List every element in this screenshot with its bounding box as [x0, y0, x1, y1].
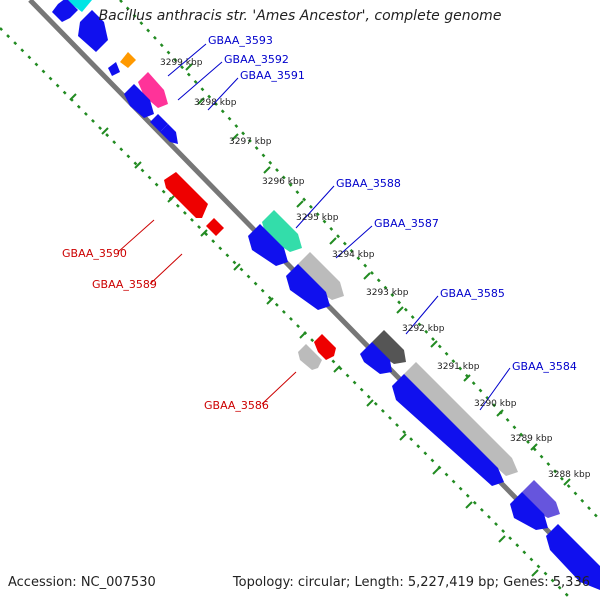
gene-label-gbaa-3593[interactable]: GBAA_3593	[208, 34, 273, 47]
gene-arrow-red-2[interactable]	[206, 218, 224, 236]
gene-arrow-blue-9[interactable]	[546, 524, 600, 590]
tick-label: 3299 kbp	[160, 58, 203, 68]
genome-title: Bacillus anthracis str. 'Ames Ancestor',…	[98, 8, 502, 24]
gene-arrow-blue-3[interactable]	[150, 114, 168, 132]
gene-arrow-top-blue[interactable]	[52, 0, 78, 22]
gene-arrow-blue-4[interactable]	[160, 124, 178, 144]
tick-marks-inner	[69, 93, 539, 577]
tick-label: 3292 kbp	[402, 324, 445, 334]
gene-arrow-lightgray[interactable]	[298, 344, 322, 370]
gene-label-gbaa-3591[interactable]: GBAA_3591	[240, 69, 305, 82]
tick-label: 3295 kbp	[296, 213, 339, 223]
genome-summary-text: Topology: circular; Length: 5,227,419 bp…	[232, 575, 590, 590]
tick-label: 3289 kbp	[510, 434, 553, 444]
gene-arrow-green[interactable]	[262, 210, 302, 252]
tick-labels: 3299 kbp 3298 kbp 3297 kbp 3296 kbp 3295…	[160, 58, 591, 480]
gene-arrow-darkgray[interactable]	[372, 330, 406, 364]
gene-arrow-blue-7[interactable]	[360, 342, 392, 374]
tick-label: 3291 kbp	[437, 362, 480, 372]
gene-label-gbaa-3584[interactable]: GBAA_3584	[512, 360, 577, 373]
gene-label-gbaa-3586[interactable]: GBAA_3586	[204, 399, 269, 412]
accession-text: Accession: NC_007530	[8, 575, 156, 590]
gene-label-gbaa-3592[interactable]: GBAA_3592	[224, 53, 289, 66]
gene-arrow-top-cyan[interactable]	[66, 0, 92, 12]
gene-arrow-blue-8[interactable]	[510, 492, 548, 530]
tick-label: 3297 kbp	[229, 137, 272, 147]
gene-arrow-gray-long[interactable]	[404, 362, 518, 476]
gene-label-gbaa-3587[interactable]: GBAA_3587	[374, 217, 439, 230]
forward-gene-labels: GBAA_3593 GBAA_3592 GBAA_3591 GBAA_3588 …	[208, 34, 577, 373]
forward-leaders	[167, 43, 511, 411]
gene-label-gbaa-3590[interactable]: GBAA_3590	[62, 247, 127, 260]
tick-marks-outer	[185, 63, 571, 486]
tick-label: 3288 kbp	[548, 470, 591, 480]
gene-arrow-blue-long[interactable]	[392, 374, 504, 486]
reverse-leaders	[117, 219, 297, 405]
gc-dots-inner	[0, 27, 573, 600]
tick-label: 3290 kbp	[474, 399, 517, 409]
tick-label: 3293 kbp	[366, 288, 409, 298]
gene-arrow-gray-1[interactable]	[298, 252, 344, 300]
gene-arrow-orange[interactable]	[120, 52, 136, 68]
gene-arrow-blue-5[interactable]	[248, 224, 288, 266]
gene-arrow-red-1[interactable]	[164, 172, 208, 218]
gene-label-gbaa-3585[interactable]: GBAA_3585	[440, 287, 505, 300]
gene-arrow-red-3[interactable]	[314, 334, 336, 360]
gene-arrow-blue-6[interactable]	[286, 264, 330, 310]
tick-label: 3296 kbp	[262, 177, 305, 187]
gene-arrow-blue-small[interactable]	[108, 62, 120, 76]
gene-arrow-blue-2[interactable]	[124, 84, 154, 118]
forward-genes[interactable]	[52, 0, 600, 590]
gene-label-gbaa-3588[interactable]: GBAA_3588	[336, 177, 401, 190]
tick-label: 3298 kbp	[194, 98, 237, 108]
reverse-genes[interactable]	[164, 172, 336, 370]
gene-arrow-blue-1[interactable]	[78, 10, 108, 52]
gene-label-gbaa-3589[interactable]: GBAA_3589	[92, 278, 157, 291]
gene-arrow-pink[interactable]	[138, 72, 168, 108]
reverse-gene-labels: GBAA_3590 GBAA_3589 GBAA_3586	[62, 247, 269, 412]
tick-label: 3294 kbp	[332, 250, 375, 260]
